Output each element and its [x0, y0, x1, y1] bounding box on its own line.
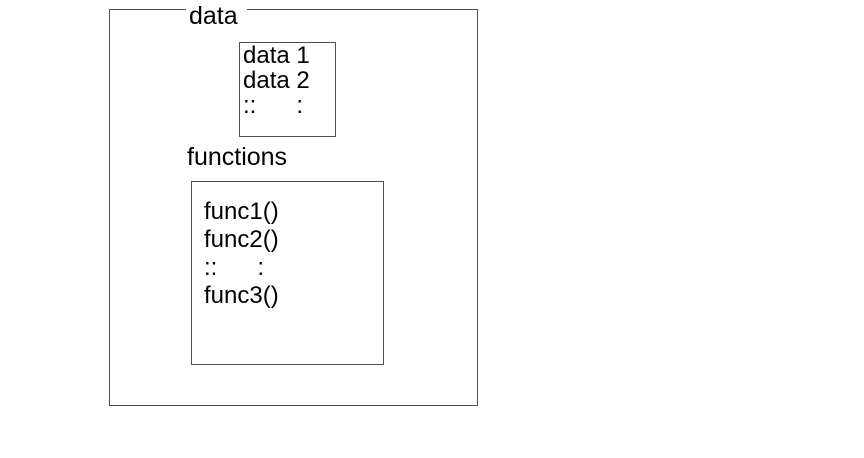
functions-ellipsis: :: : — [204, 254, 265, 281]
data-member-1: data 1 — [243, 42, 310, 69]
function-3: func3() — [204, 282, 279, 309]
function-2: func2() — [204, 226, 279, 253]
data-members-box: data 1 data 2 :: : — [239, 42, 336, 137]
data-member-2: data 2 — [243, 67, 310, 94]
data-label: data — [186, 2, 247, 30]
function-1: func1() — [204, 198, 279, 225]
data-members-ellipsis: :: : — [243, 92, 304, 119]
functions-box: func1() func2() :: : func3() — [191, 181, 384, 365]
functions-label: functions — [187, 143, 288, 171]
